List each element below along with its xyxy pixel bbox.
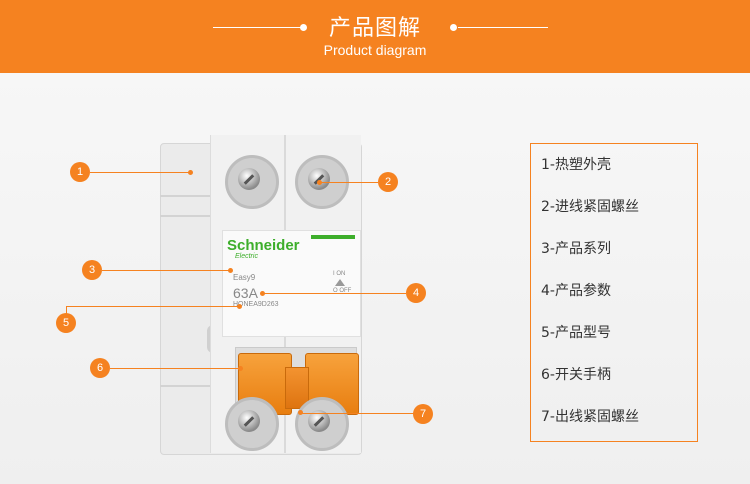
header-left-dot — [300, 24, 307, 31]
header-banner: 产品图解 Product diagram — [0, 0, 750, 73]
bottom-right-terminal-screw — [295, 397, 349, 451]
brand-logo: Schneider — [227, 237, 300, 254]
callout-badge-2: 2 — [378, 172, 398, 192]
off-label: OFF — [339, 288, 352, 294]
on-off-indicator: I ON O OFF — [333, 271, 357, 294]
circuit-breaker-image: Schneider Electric Easy9 63A HONEA9D263 … — [150, 135, 365, 455]
legend-item: 4-产品参数 — [541, 283, 611, 299]
product-model: HONEA9D263 — [233, 301, 279, 308]
callout-badge-5: 5 — [56, 313, 76, 333]
off-symbol: O — [333, 288, 338, 294]
callout-dot-2 — [317, 180, 322, 185]
product-range: Easy9 — [233, 273, 256, 282]
brand-stripe — [311, 235, 355, 239]
callout-badge-7: 7 — [413, 404, 433, 424]
callout-line-6 — [110, 368, 240, 369]
callout-line-5 — [66, 306, 239, 307]
housing-rib — [160, 385, 210, 387]
product-stage — [0, 73, 750, 484]
callout-line-3 — [102, 270, 230, 271]
callout-badge-4: 4 — [406, 283, 426, 303]
header-left-rule — [213, 27, 303, 28]
bottom-left-terminal-screw — [225, 397, 279, 451]
legend-item: 7-出线紧固螺丝 — [541, 409, 639, 425]
callout-dot-6 — [238, 366, 243, 371]
housing-rib — [160, 215, 210, 217]
callout-line-4 — [264, 293, 406, 294]
breaker-label-panel: Schneider Electric Easy9 63A HONEA9D263 … — [222, 230, 361, 337]
legend-item: 1-热塑外壳 — [541, 157, 611, 173]
callout-line-7 — [302, 413, 414, 414]
callout-line-1 — [90, 172, 190, 173]
page-subtitle: Product diagram — [323, 42, 427, 58]
product-rating: 63A — [233, 285, 258, 301]
callout-dot-1 — [188, 170, 193, 175]
top-left-terminal-screw — [225, 155, 279, 209]
parts-legend: 1-热塑外壳 2-进线紧固螺丝 3-产品系列 4-产品参数 5-产品型号 6-开… — [530, 143, 698, 442]
brand-logo-sub: Electric — [235, 253, 258, 260]
callout-dot-5 — [237, 304, 242, 309]
housing-rib — [160, 195, 210, 197]
callout-badge-1: 1 — [70, 162, 90, 182]
legend-item: 6-开关手柄 — [541, 367, 611, 383]
callout-line-2 — [320, 182, 378, 183]
callout-badge-6: 6 — [90, 358, 110, 378]
header-right-dot — [450, 24, 457, 31]
on-symbol: I — [333, 271, 335, 277]
callout-dot-3 — [228, 268, 233, 273]
legend-item: 5-产品型号 — [541, 325, 611, 341]
header-right-rule — [458, 27, 548, 28]
callout-badge-3: 3 — [82, 260, 102, 280]
legend-item: 2-进线紧固螺丝 — [541, 199, 639, 215]
on-label: ON — [336, 271, 346, 277]
legend-item: 3-产品系列 — [541, 241, 611, 257]
callout-line-5-drop — [66, 306, 67, 314]
page-title: 产品图解 — [328, 16, 421, 41]
callout-dot-7 — [298, 410, 303, 415]
up-arrow-icon — [335, 279, 345, 286]
callout-dot-4 — [260, 291, 265, 296]
